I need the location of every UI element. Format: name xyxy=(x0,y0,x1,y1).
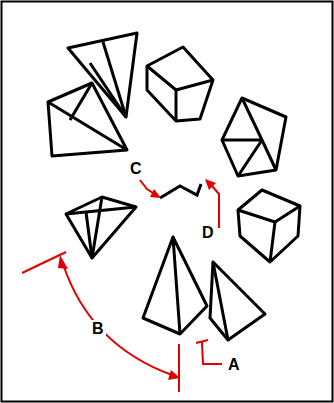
solids xyxy=(48,33,300,340)
annotations xyxy=(22,179,222,392)
callout-letter: C xyxy=(128,160,144,178)
callout-letter: A xyxy=(226,356,242,374)
callout-letter: B xyxy=(90,320,106,338)
callout-letter: D xyxy=(200,224,216,242)
selected-segment xyxy=(160,184,201,198)
